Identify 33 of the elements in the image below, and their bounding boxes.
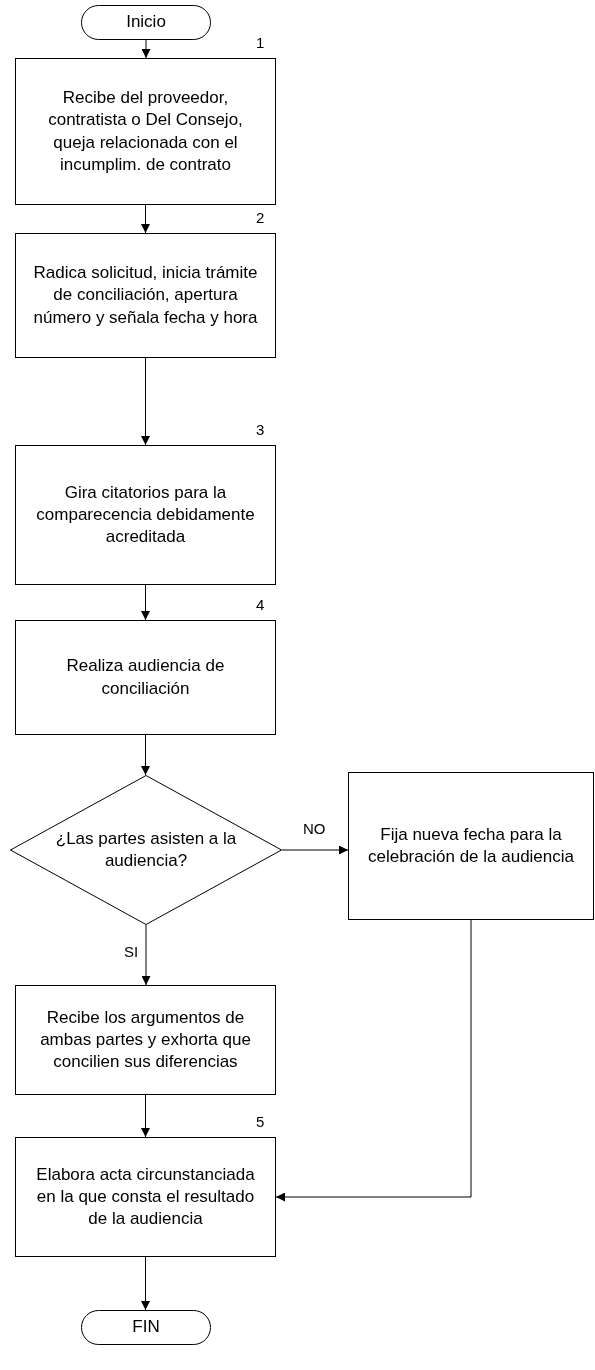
process-box <box>15 233 276 358</box>
arrow <box>141 734 150 776</box>
arrow <box>141 924 151 986</box>
process-box <box>15 445 276 585</box>
arrow <box>141 39 151 59</box>
step-text: Recibe del proveedor, contratista o Del Consejo, queja relacionada con el incumplim. de contrato <box>47 87 244 176</box>
step-text: Radica solicitud, inicia trámite de conciliación, apertura número y señala fecha y hora <box>32 262 259 329</box>
process-box <box>15 58 276 205</box>
arrow <box>141 357 150 446</box>
decision-diamond <box>10 775 282 925</box>
step-number: 1 <box>256 34 265 51</box>
process-box <box>15 985 276 1095</box>
step-text: Elabora acta circunstanciada en la que consta el resultado de la audiencia <box>35 1163 256 1231</box>
arrow <box>281 845 349 855</box>
arrow <box>141 1094 150 1138</box>
step-number: 4 <box>256 596 265 613</box>
process-box <box>348 772 594 920</box>
process-box <box>15 1137 276 1257</box>
step-text: Gira citatorios para la comparecencia debidamente acreditada <box>35 481 256 549</box>
step-text: Fija nueva fecha para la celebración de la audiencia <box>366 823 575 868</box>
process-box <box>15 620 276 735</box>
step-text: Recibe los argumentos de ambas partes y exhorta que concilien sus diferencias <box>39 1006 252 1074</box>
step-text: ¿Las partes asisten a la audiencia? <box>54 827 238 872</box>
arrow <box>275 919 472 1202</box>
step-number: 5 <box>256 1113 265 1130</box>
step-text: FIN <box>131 1316 161 1339</box>
arrow <box>141 204 150 234</box>
step-text: Inicio <box>125 11 167 34</box>
step-number: 2 <box>256 209 265 226</box>
arrow <box>141 584 150 621</box>
arrow <box>141 1256 150 1311</box>
step-number: 3 <box>256 421 265 438</box>
step-text: Realiza audiencia de conciliación <box>65 655 226 700</box>
